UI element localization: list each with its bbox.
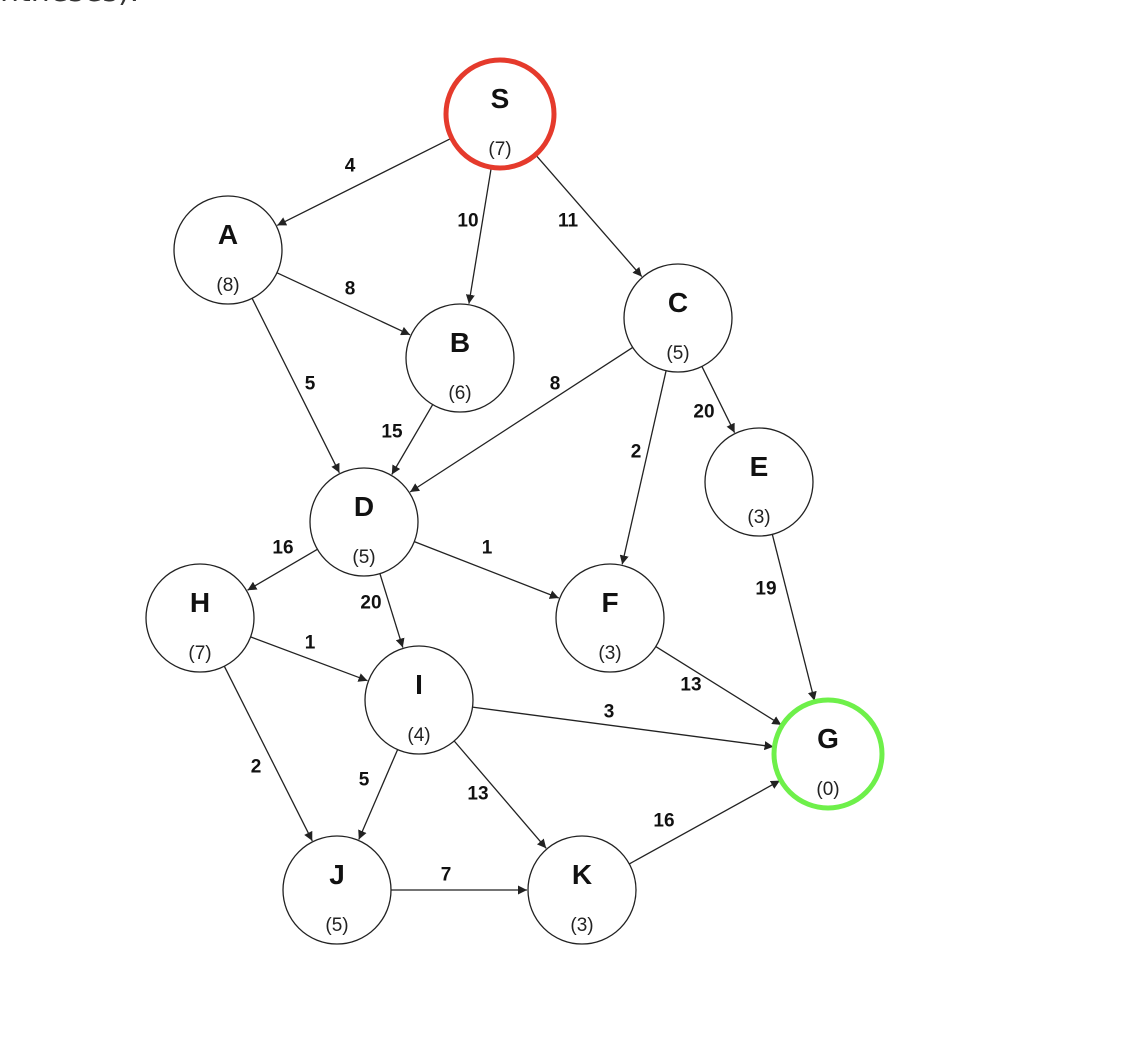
node-g-heuristic: (0) bbox=[816, 779, 839, 800]
node-c-circle bbox=[623, 263, 733, 373]
node-g: G (0) bbox=[771, 697, 885, 811]
edge-h-i bbox=[250, 636, 368, 682]
node-i-heuristic: (4) bbox=[407, 725, 430, 746]
edge-d-i bbox=[379, 573, 405, 648]
edge-cost-b-d: 15 bbox=[381, 422, 403, 443]
edge-i-g bbox=[472, 706, 774, 751]
node-b: B (6) bbox=[405, 303, 515, 413]
node-b-label: B bbox=[450, 327, 470, 358]
edge-cost-c-d: 8 bbox=[550, 374, 561, 395]
node-g-circle bbox=[771, 697, 885, 811]
node-e-label: E bbox=[750, 451, 769, 482]
node-d-label: D bbox=[354, 491, 374, 522]
edge-cost-s-c: 11 bbox=[558, 211, 579, 232]
caption-text: ntheses). bbox=[0, 0, 139, 9]
node-e-circle bbox=[704, 427, 814, 537]
node-e: E (3) bbox=[704, 427, 814, 537]
node-h-label: H bbox=[190, 587, 210, 618]
edge-cost-s-b: 10 bbox=[457, 211, 478, 232]
edge-cost-d-f: 1 bbox=[482, 538, 493, 559]
node-b-heuristic: (6) bbox=[448, 383, 471, 404]
node-d-circle bbox=[309, 467, 419, 577]
node-j-label: J bbox=[329, 859, 345, 890]
edge-cost-a-d: 5 bbox=[305, 374, 316, 395]
edge-cost-c-f: 2 bbox=[631, 442, 642, 463]
edge-cost-j-k: 7 bbox=[441, 865, 452, 886]
edge-c-f bbox=[619, 370, 667, 565]
edge-cost-h-j: 2 bbox=[251, 757, 262, 778]
node-h-heuristic: (7) bbox=[188, 643, 211, 664]
edge-e-g bbox=[771, 534, 817, 701]
node-d-heuristic: (5) bbox=[352, 547, 375, 568]
edge-cost-d-i: 20 bbox=[360, 593, 381, 614]
edge-c-e bbox=[701, 366, 736, 433]
edge-a-d bbox=[251, 298, 340, 474]
node-a-label: A bbox=[218, 219, 238, 250]
edge-labels-layer: 4 10 11 8 5 15 8 2 20 16 1 20 19 13 1 2 3 5 13 7 16 bbox=[251, 156, 777, 886]
edge-cost-i-g: 3 bbox=[604, 702, 615, 723]
edge-cost-d-h: 16 bbox=[272, 538, 293, 559]
edge-cost-k-g: 16 bbox=[653, 811, 674, 832]
node-c: C (5) bbox=[623, 263, 733, 373]
node-g-label: G bbox=[817, 723, 839, 754]
node-f-circle bbox=[555, 563, 665, 673]
node-j: J (5) bbox=[282, 835, 392, 945]
node-s: S (7) bbox=[443, 57, 557, 171]
edge-cost-e-g: 19 bbox=[755, 579, 776, 600]
edge-i-j bbox=[358, 749, 399, 840]
node-a-heuristic: (8) bbox=[216, 275, 239, 296]
edge-d-h bbox=[247, 548, 318, 591]
node-k-circle bbox=[527, 835, 637, 945]
edge-b-d bbox=[391, 404, 434, 475]
node-j-heuristic: (5) bbox=[325, 915, 348, 936]
node-i-circle bbox=[364, 645, 474, 755]
node-k-label: K bbox=[572, 859, 592, 890]
edge-cost-i-j: 5 bbox=[359, 770, 370, 791]
node-a: A (8) bbox=[173, 195, 283, 305]
node-c-label: C bbox=[668, 287, 688, 318]
edge-cost-a-b: 8 bbox=[345, 279, 356, 300]
node-i: I (4) bbox=[364, 645, 474, 755]
node-f-label: F bbox=[601, 587, 618, 618]
edge-i-k bbox=[453, 740, 547, 849]
edge-f-g bbox=[655, 646, 782, 726]
edge-cost-h-i: 1 bbox=[305, 633, 316, 654]
node-f-heuristic: (3) bbox=[598, 643, 621, 664]
node-k-heuristic: (3) bbox=[570, 915, 593, 936]
node-d: D (5) bbox=[309, 467, 419, 577]
node-k: K (3) bbox=[527, 835, 637, 945]
edge-c-d bbox=[409, 346, 634, 493]
edge-a-b bbox=[276, 272, 411, 336]
nodes-layer: S (7) A (8) B (6) C (5) D (5) E (3) F (3) G (0) H (7) I (4)… bbox=[145, 57, 885, 945]
node-i-label: I bbox=[415, 669, 423, 700]
edge-cost-i-k: 13 bbox=[467, 784, 488, 805]
node-b-circle bbox=[405, 303, 515, 413]
edge-cost-s-a: 4 bbox=[345, 156, 356, 177]
edge-k-g bbox=[628, 780, 781, 865]
node-a-circle bbox=[173, 195, 283, 305]
edges-layer bbox=[223, 137, 817, 895]
edge-s-a bbox=[276, 137, 452, 226]
edge-h-j bbox=[223, 665, 313, 842]
node-s-label: S bbox=[491, 83, 510, 114]
edge-d-f bbox=[414, 540, 560, 599]
node-h-circle bbox=[145, 563, 255, 673]
node-f: F (3) bbox=[555, 563, 665, 673]
node-s-circle bbox=[443, 57, 557, 171]
node-h: H (7) bbox=[145, 563, 255, 673]
node-s-heuristic: (7) bbox=[488, 139, 511, 160]
edge-s-b bbox=[465, 167, 492, 304]
node-e-heuristic: (3) bbox=[747, 507, 770, 528]
edge-cost-f-g: 13 bbox=[680, 675, 701, 696]
node-c-heuristic: (5) bbox=[666, 343, 689, 364]
edge-s-c bbox=[535, 154, 643, 278]
edge-cost-c-e: 20 bbox=[693, 402, 714, 423]
node-j-circle bbox=[282, 835, 392, 945]
